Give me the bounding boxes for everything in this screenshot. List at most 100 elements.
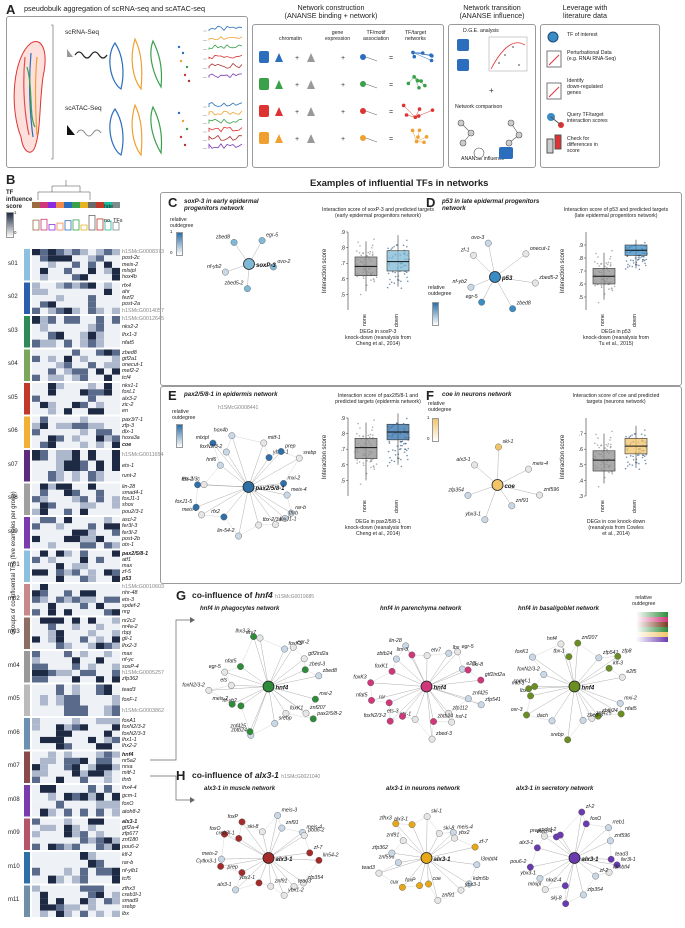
heatmap-cell: [112, 401, 120, 409]
y-tick-label: .4: [579, 478, 583, 484]
heatmap-cell: [64, 517, 72, 524]
heatmap-cell: [104, 460, 112, 471]
heatmap-cell: [88, 483, 96, 490]
network-node: [221, 830, 228, 838]
network-edge: [220, 866, 242, 873]
fate-cell: [40, 202, 48, 208]
group-label-m06: m06: [8, 729, 20, 736]
jitter-point: [638, 264, 640, 267]
jitter-point: [611, 430, 613, 433]
network-edge: [427, 653, 449, 656]
heatmap-cell: [80, 368, 88, 375]
jitter-point: [370, 458, 372, 461]
network-node: [613, 861, 621, 869]
heatmap-cell: [96, 663, 104, 670]
heatmap-cell: [40, 471, 48, 482]
heatmap-cell: [56, 249, 64, 256]
heatmap-cell: [32, 669, 40, 677]
heatmap-cell: [104, 374, 112, 381]
heatmap-cell: [104, 422, 112, 430]
y-tick-label: .5: [341, 292, 345, 298]
network-edge: [539, 857, 575, 879]
jitter-point: [391, 247, 394, 249]
heatmap-cell: [32, 764, 40, 771]
heatmap-cell: [48, 609, 56, 616]
col-motif: TF/motif association: [363, 30, 389, 42]
jitter-point: [642, 258, 645, 261]
heatmap-cell: [32, 743, 40, 750]
heatmap-cell: [48, 274, 56, 281]
network-node: [255, 879, 263, 887]
jitter-point: [370, 459, 372, 462]
node-label: znf596: [378, 855, 395, 861]
network-node: [618, 673, 626, 681]
jitter-point: [611, 472, 614, 475]
jitter-point: [606, 266, 608, 269]
node-label: foxP: [228, 814, 239, 820]
network-node: [565, 653, 573, 661]
heatmap-cell: [48, 569, 56, 576]
heatmap-cell: [40, 642, 48, 649]
node-label: zfp8: [621, 648, 632, 654]
network-node: [531, 683, 539, 690]
jitter-point: [371, 244, 374, 247]
heatmap-cell: [88, 563, 96, 570]
heatmap-cell: [64, 751, 72, 758]
leverage-item-1: TF of interest: [567, 32, 598, 38]
panel-f-legend-min: 0: [427, 436, 430, 441]
jitter-point: [600, 286, 603, 289]
network-edge: [577, 642, 599, 658]
network-node: [561, 882, 569, 890]
network-node: [508, 502, 516, 510]
gene-label: zf-5: [122, 569, 131, 576]
network-edge: [426, 669, 469, 687]
heatmap-cell: [32, 307, 40, 314]
heatmap-cell: [48, 556, 56, 564]
node-label: nf-yb2: [452, 279, 467, 285]
node-label: pax2/5/8-2: [316, 711, 342, 717]
heatmap-cell: [40, 764, 48, 771]
jitter-point: [629, 259, 632, 261]
heatmap-cell: [32, 718, 40, 725]
heatmap-cell: [96, 316, 104, 324]
heatmap-cell: [112, 471, 120, 482]
heatmap-cell: [80, 818, 88, 825]
heatmap-cell: [32, 301, 40, 308]
heatmap-cell: [56, 255, 64, 262]
heatmap-cell: [56, 843, 64, 850]
panel-e-legend: relative outdegree: [172, 409, 196, 421]
fate-cell: [64, 202, 72, 208]
node-label: ets-3: [387, 708, 399, 714]
group-color-bar: [24, 450, 30, 482]
tf-influence-legend-title: TF influence score: [6, 190, 33, 210]
node-label: alx3-1: [217, 882, 231, 888]
jitter-point: [605, 443, 608, 446]
jitter-point: [397, 457, 400, 460]
heatmap-cell: [80, 852, 88, 860]
heatmap-cell: [112, 617, 120, 624]
panel-g-legend: relative outdegree: [632, 595, 656, 607]
heatmap-cell: [56, 529, 64, 536]
network-node: [228, 700, 236, 708]
network-node: [260, 439, 268, 447]
node-label: tbx-1: [553, 649, 565, 655]
heatmap-cell: [72, 422, 80, 430]
heatmap-cell: [104, 602, 112, 610]
heatmap-cell: [32, 569, 40, 576]
heatmap-cell: [104, 910, 112, 917]
jitter-point: [406, 276, 408, 279]
dge-label: D.G.E. analysis: [463, 28, 499, 34]
network-transition-box: D.G.E. analysis Network comparison ANANS…: [448, 24, 536, 168]
heatmap-cell: [88, 669, 96, 677]
network-edge: [268, 835, 305, 859]
gene-label: zfp362: [122, 676, 139, 683]
heatmap-cell: [56, 450, 64, 461]
heatmap-cell: [72, 669, 80, 677]
plus-sign: +: [295, 55, 299, 62]
group-color-bar: [24, 383, 30, 415]
network-node: [311, 695, 319, 703]
heatmap-cell: [80, 695, 88, 706]
network-node: [417, 128, 422, 133]
